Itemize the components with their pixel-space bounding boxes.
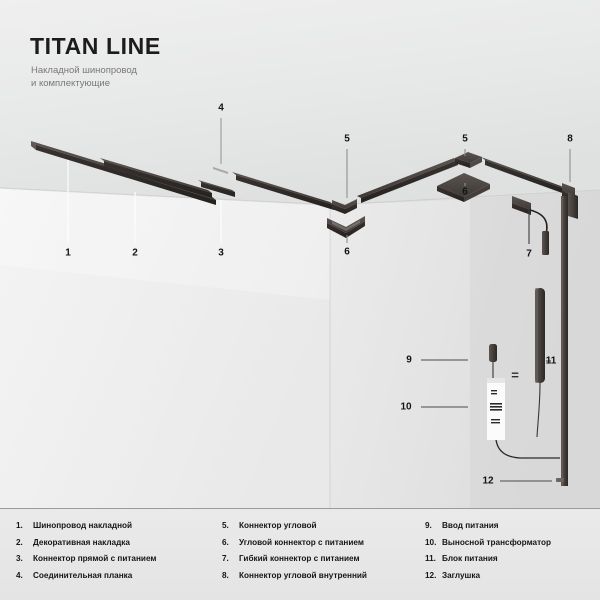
internal-corner-connector-8 [562, 183, 578, 219]
legend-item: 4. Соединительная планка [16, 571, 221, 581]
legend-item: 5. Коннектор угловой [222, 521, 427, 531]
legend-item-label: Заглушка [442, 570, 481, 580]
legend-item: 2. Декоративная накладка [16, 538, 221, 548]
corner-connector-5a [332, 199, 357, 214]
callout-number-3-c3: 3 [218, 247, 224, 259]
callout-number-6-c6a: 6 [344, 246, 350, 258]
legend-item-number: 5. [222, 521, 229, 530]
illustration-panel: TITAN LINE Накладной шинопровод и компле… [0, 0, 600, 508]
flexible-power-connector-7 [512, 196, 549, 255]
callout-number-2-c2: 2 [132, 247, 138, 259]
joining-plate-4 [211, 166, 228, 174]
legend-item-label: Выносной трансформатор [442, 537, 551, 547]
callout-number-5-c5b: 5 [462, 133, 468, 145]
track-rail-upper-left [357, 158, 458, 203]
power-input-9 [489, 344, 497, 378]
legend-item-number: 7. [222, 554, 229, 563]
callout-number-8-c8: 8 [567, 133, 573, 145]
callout-number-10-c10: 10 [400, 401, 412, 413]
legend-item: 7. Гибкий коннектор с питанием [222, 554, 427, 564]
legend-item-label: Гибкий коннектор с питанием [239, 554, 360, 563]
legend-item: 8. Коннектор угловой внутренний [222, 571, 427, 581]
legend-column-2: 5. Коннектор угловой 6. Угловой коннектор с… [222, 521, 427, 587]
callout-number-11-c11: 11 [545, 355, 557, 367]
legend-item: 12. Заглушка [425, 571, 600, 581]
left-wall-shade [0, 188, 330, 300]
callout-number-12-c12: 12 [482, 475, 494, 487]
legend-item-label: Коннектор угловой внутренний [239, 570, 367, 580]
decor-cover-2 [100, 158, 212, 198]
equals-glyph: = [511, 367, 519, 383]
legend-column-1: 1. Шинопровод накладной 2. Декоративная нак… [16, 521, 221, 587]
callout-number-7-c7: 7 [526, 248, 532, 260]
legend-item-label: Декоративная накладка [33, 537, 130, 547]
callout-number-6-c6b: 6 [462, 186, 468, 198]
legend-item-number: 3. [16, 554, 23, 563]
room-render-svg [0, 0, 600, 508]
straight-power-connector-3 [198, 180, 235, 197]
ceiling-wall-junction-left [0, 187, 331, 206]
end-cap-12 [556, 478, 564, 482]
corner-power-connector-6a [327, 216, 365, 238]
legend-item-number: 9. [425, 521, 432, 530]
callout-number-9-c9: 9 [406, 354, 412, 366]
legend-item-label: Блок питания [442, 554, 498, 563]
legend-item-number: 2. [16, 537, 23, 547]
track-rail-mid [232, 172, 334, 210]
legend-item: 9. Ввод питания [425, 521, 600, 531]
wall-vertical-track [561, 196, 568, 486]
legend-item: 11. Блок питания [425, 554, 600, 564]
callout-number-1-c1: 1 [65, 247, 71, 259]
legend-item-label: Коннектор прямой с питанием [33, 554, 157, 563]
legend-item-label: Соединительная планка [33, 570, 133, 580]
legend-item: 1. Шинопровод накладной [16, 521, 221, 531]
legend-item-label: Шинопровод накладной [33, 521, 133, 530]
power-supply-block-11 [535, 288, 545, 438]
legend-item-number: 8. [222, 570, 229, 580]
page-subtitle: Накладной шинопровод и комплектующие [31, 65, 137, 89]
legend-item-number: 11. [425, 554, 436, 563]
left-wall [0, 188, 330, 508]
track-rail-upper-right [481, 157, 565, 194]
corner-power-connector-6b [437, 173, 490, 202]
legend-item: 10. Выносной трансформатор [425, 538, 600, 548]
legend-item-label: Угловой коннектор с питанием [239, 537, 364, 547]
callout-number-4-c4: 4 [218, 102, 224, 114]
legend-item-number: 12. [425, 570, 437, 580]
ceiling-plane [0, 0, 600, 205]
corner-connector-5b [455, 152, 482, 168]
page-title: TITAN LINE [30, 33, 161, 59]
legend-item-number: 1. [16, 521, 23, 530]
flex-cable-driver [542, 231, 549, 255]
leader-lines [67, 118, 571, 482]
callout-number-5-c5a: 5 [344, 133, 350, 145]
legend-item-number: 4. [16, 570, 23, 580]
right-wall [330, 190, 600, 508]
legend-item-label: Коннектор угловой [239, 521, 317, 530]
transformer-vents [490, 390, 502, 424]
legend-item-number: 10. [425, 537, 437, 547]
remote-transformer-10 [487, 378, 560, 459]
legend-item-label: Ввод питания [442, 521, 499, 530]
legend-item-number: 6. [222, 537, 229, 547]
legend-panel: 1. Шинопровод накладной 2. Декоративная нак… [0, 508, 600, 600]
legend-item: 3. Коннектор прямой с питанием [16, 554, 221, 564]
legend-item: 6. Угловой коннектор с питанием [222, 538, 427, 548]
